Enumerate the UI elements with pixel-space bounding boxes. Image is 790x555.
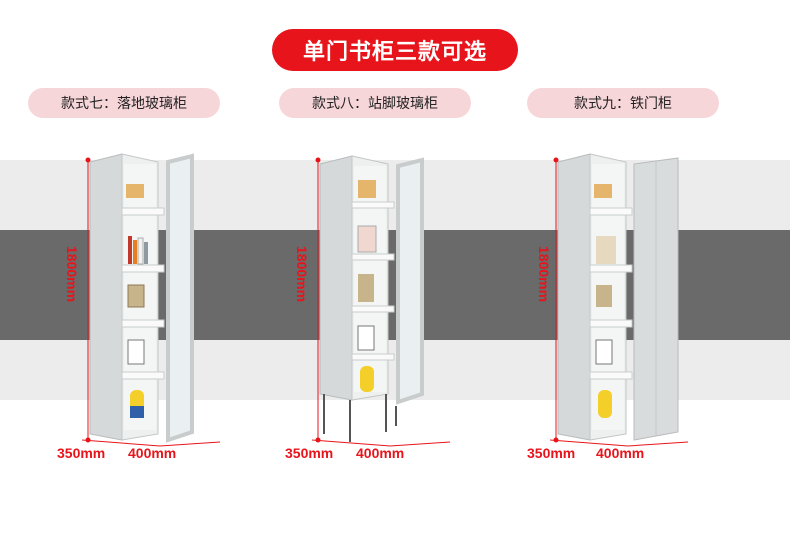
depth-label-1: 350mm	[57, 445, 106, 461]
style-label-seven: 款式七：落地玻璃柜	[28, 88, 220, 118]
banner-title: 单门书柜三款可选	[272, 29, 518, 71]
cabinet-glass-floor	[81, 153, 221, 447]
style-label-eight: 款式八：站脚玻璃柜	[279, 88, 471, 118]
height-label-3: 1800mm	[536, 246, 552, 303]
photo-frame-icon	[127, 284, 145, 308]
style-label-nine: 款式九：铁门柜	[527, 88, 719, 118]
robot-figure-icon	[127, 339, 145, 365]
width-label-3: 400mm	[596, 445, 645, 461]
height-label-1: 1800mm	[64, 246, 80, 303]
depth-label-2: 350mm	[285, 445, 334, 461]
shoe-ornament-icon	[126, 184, 144, 198]
depth-label-3: 350mm	[527, 445, 576, 461]
cabinet-iron-door	[549, 153, 689, 447]
book-row-icon	[128, 236, 148, 265]
width-label-1: 400mm	[128, 445, 177, 461]
width-label-2: 400mm	[356, 445, 405, 461]
cabinet-glass-legs	[311, 155, 451, 447]
minion-figure-icon	[130, 390, 144, 418]
height-label-2: 1800mm	[294, 246, 310, 303]
